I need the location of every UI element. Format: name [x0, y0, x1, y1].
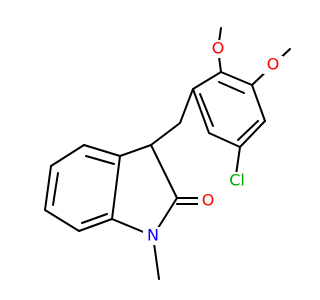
bond-subar2-subar3: [220, 71, 253, 86]
bond-c7a-c3a: [111, 155, 121, 220]
molecule-canvas: O O Cl O N: [44, 27, 291, 280]
bond-ar3-ar4: [44, 165, 52, 211]
label-bg-o-methoxy-2: [263, 56, 283, 74]
bond-group-substituted-benzene: [192, 71, 266, 148]
bond-group-indolinone: [111, 144, 209, 280]
bond-subar1-subar2: [192, 71, 222, 90]
bond-ar2-ar3: [50, 144, 85, 167]
bond-group-indolinone-benzene: [44, 144, 121, 232]
label-bg-o-carbonyl: [198, 192, 218, 210]
bond-ar-inner-3: [81, 213, 108, 224]
bond-ar1-ar2: [83, 144, 121, 157]
bond-ar-inner-1: [85, 155, 115, 165]
atom-label-o-methoxy-2: O: [267, 55, 280, 74]
label-bg-cl: [223, 172, 251, 190]
bond-c3-c3a: [119, 144, 152, 157]
atom-label-cl: Cl: [229, 171, 245, 190]
bond-subar3-subar4: [251, 84, 266, 122]
bond-c3-c2: [150, 144, 178, 199]
bond-ch2-ar1: [179, 88, 194, 124]
atom-label-n: N: [147, 226, 159, 245]
bond-subar-inner-3: [199, 93, 214, 127]
bond-ar-inner-2: [52, 172, 59, 206]
bond-group-benzyl-linker: [150, 88, 194, 146]
atom-label-o-carbonyl: O: [202, 191, 215, 210]
bond-subar5-subar6: [208, 132, 241, 148]
atom-label-o-methoxy-1: O: [212, 39, 225, 58]
molecule-structure: O O Cl O N: [44, 27, 291, 280]
bond-c3-ch2: [150, 122, 181, 146]
bond-subar-inner-2: [237, 120, 259, 141]
bond-group-chloro: [235, 146, 241, 176]
bond-subar-inner-1: [218, 81, 245, 94]
bond-subar6-subar1: [192, 88, 210, 134]
bond-ar5-ar6: [78, 218, 113, 232]
atom-labels: O O Cl O N: [143, 39, 283, 245]
bond-ar4-ar5: [44, 209, 80, 232]
label-bg-o-methoxy-1: [208, 40, 228, 58]
label-bg-n: [143, 227, 163, 245]
bond-subar5-cl: [235, 146, 241, 176]
bond-subar4-subar5: [239, 120, 266, 148]
